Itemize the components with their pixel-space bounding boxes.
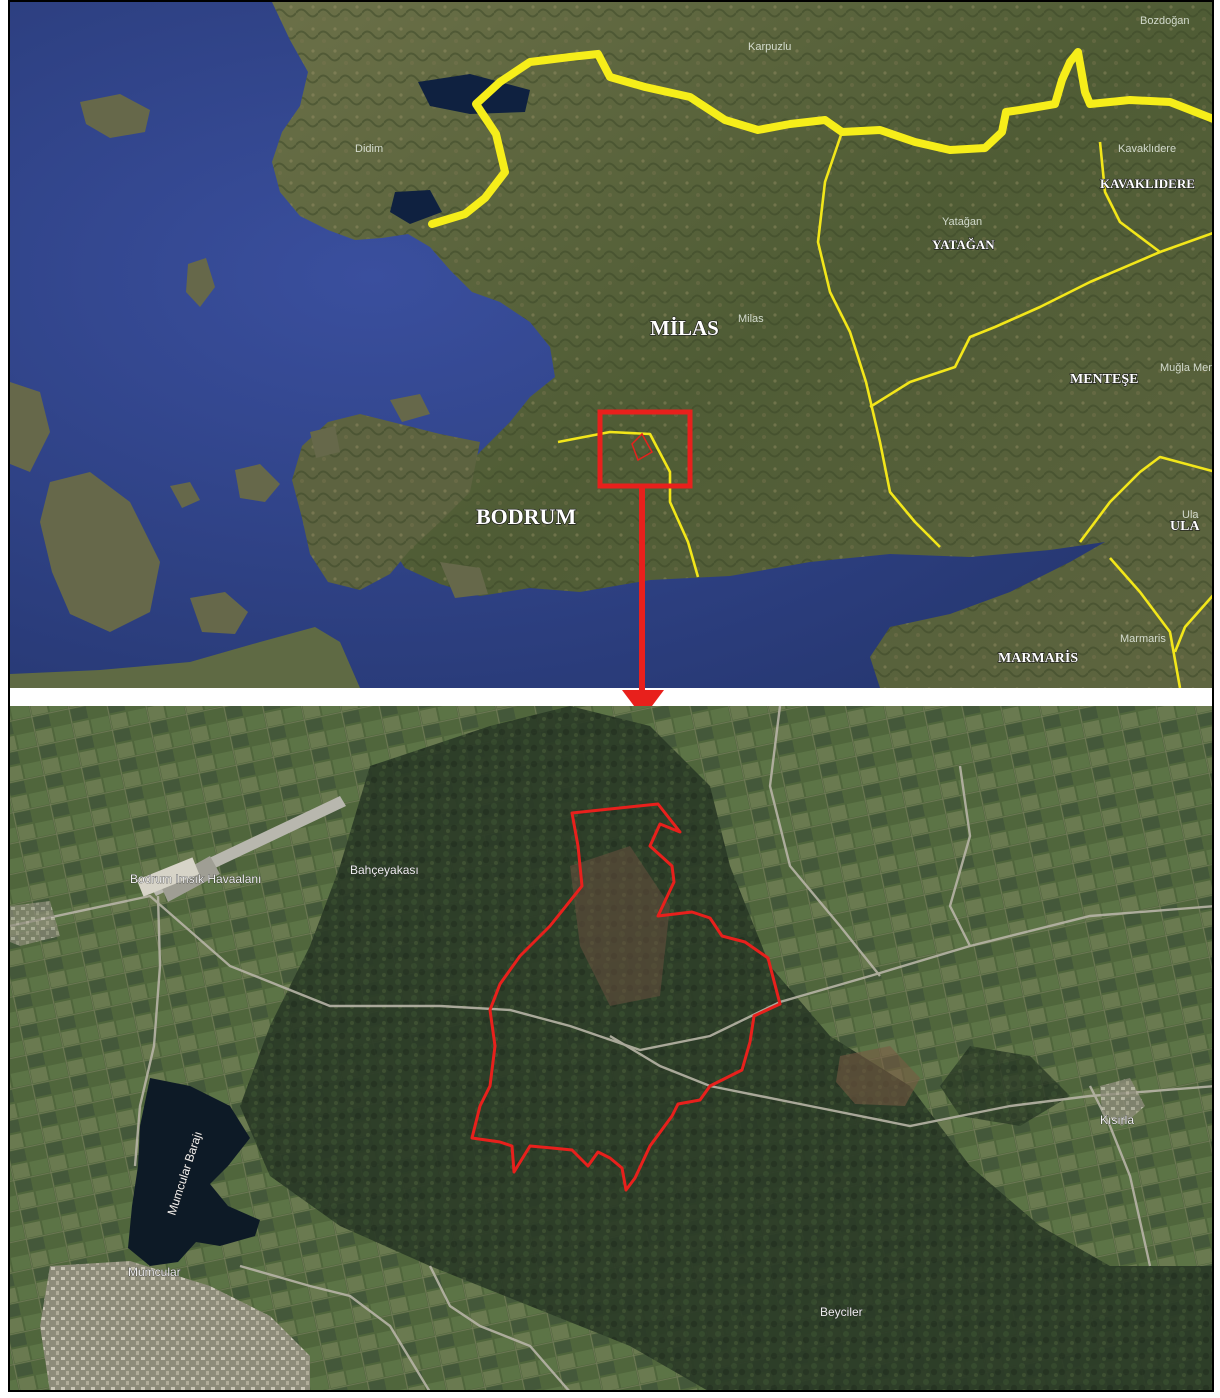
study-area-outline [470,802,782,1192]
study-area-mini-outline [631,432,654,462]
label-yatagan: YATAĞAN [932,237,995,252]
place-kavaklidere-small: Kavaklıdere [1118,143,1176,155]
map-figure: Bozdoğan Karpuzlu Didim Milas Yatağan Ka… [8,0,1214,1392]
place-bozdogan: Bozdoğan [1140,15,1190,27]
arrow-head [622,674,664,718]
study-area-map: Bahçeyakası Bodrum Imsık Havaalanı Mumcu… [10,706,1212,1390]
reservoir [128,1078,260,1266]
islands [10,94,488,634]
town-kisirla [1100,1078,1145,1126]
place-mugla-small: Muğla Mer [1160,362,1212,374]
town-mumcular [40,1261,310,1390]
district-boundaries [557,131,1212,688]
place-airport: Bodrum Imsık Havaalanı [130,872,261,886]
label-mentese: MENTEŞE [1070,372,1138,387]
regional-map: Bozdoğan Karpuzlu Didim Milas Yatağan Ka… [10,2,1212,688]
place-mumcular: Mumcular [128,1265,181,1279]
study-area-map-panel: Bahçeyakası Bodrum Imsık Havaalanı Mumcu… [10,706,1212,1390]
forested-hills [240,706,1212,1390]
place-kisirla: Kısırla [1100,1113,1134,1127]
label-marmaris: MARMARİS [998,649,1078,666]
place-beyciler: Beyciler [820,1305,863,1319]
label-milas: MİLAS [650,316,719,340]
label-ula: ULA [1170,519,1200,534]
place-didim: Didim [355,143,383,155]
regional-map-panel: Bozdoğan Karpuzlu Didim Milas Yatağan Ka… [10,2,1212,688]
label-bodrum: BODRUM [476,504,576,529]
label-kavaklidere: KAVAKLIDERE [1100,176,1195,191]
place-yatagan-small: Yatağan [942,216,982,228]
panel-separator [10,688,1212,706]
airport [136,796,346,902]
place-ula-small: Ula [1182,509,1199,521]
place-karpuzlu: Karpuzlu [748,41,791,53]
south-coast [10,627,360,688]
place-marmaris-small: Marmaris [1120,633,1166,645]
inset-arrow [639,486,645,674]
province-boundary [428,48,1212,228]
place-milas-small: Milas [738,313,764,325]
place-bahceyakasi: Bahçeyakası [350,863,419,877]
